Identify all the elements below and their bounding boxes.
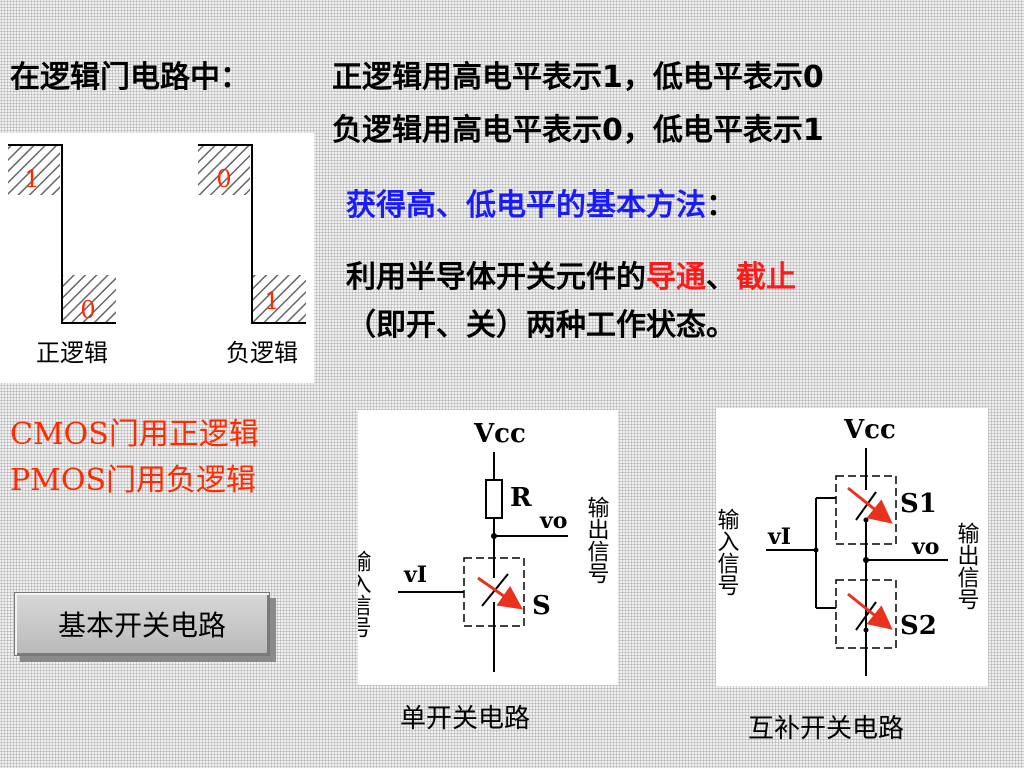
vi-label-2: vI [767,524,791,550]
method-description-line1: 利用半导体开关元件的导通、截止 [346,258,796,298]
positive-low-value: 0 [80,296,95,324]
resistor-r [485,479,503,519]
vcc-label-2: Vcc [843,415,896,445]
resistor-label: R [510,483,532,513]
input-signal-label: 输入信号 [358,550,372,638]
pmos-note: PMOS门用负逻辑 [10,463,257,498]
complementary-switch-diagram: Vcc S1 vo S2 vI 输入信号 输出信号 [714,415,980,676]
cmos-note: CMOS门用正逻辑 [10,417,259,452]
single-switch-diagram: Vcc R vo S vI 输入信号 输出信号 [346,419,610,672]
switch-s-label: S [532,591,551,621]
basic-switch-circuit-button-label: 基本开关电路 [57,609,226,642]
positive-high-region [8,145,60,195]
positive-logic-caption: 正逻辑 [36,339,108,367]
negative-low-region [252,275,306,323]
positive-low-region [62,275,116,323]
single-switch-caption: 单开关电路 [400,704,531,734]
vo-label: vo [539,508,567,534]
complementary-switch-caption: 互补开关电路 [748,714,905,744]
method-heading-text: 获得高、低电平的基本方法 [346,188,706,223]
negative-high-value: 0 [216,165,231,193]
output-signal-label: 输出信号 [584,496,610,584]
method-desc-sep: 、 [706,260,736,295]
input-signal-label-2: 输入信号 [716,508,740,596]
logic-level-figure: 1 0 正逻辑 0 1 负逻辑 [0,133,314,383]
negative-high-region [198,145,250,195]
vi-label: vI [403,562,427,588]
basic-switch-circuit-button[interactable]: 基本开关电路 [14,592,270,656]
positive-logic-definition: 正逻辑用高电平表示1，低电平表示0 [332,60,824,95]
single-switch-circuit: Vcc R vo S vI 输入信号 输出信号 [346,410,618,685]
negative-level-line [198,144,306,324]
vo-label-2: vo [911,534,939,560]
switch-s1-label: S1 [900,489,937,519]
switch-s2-label: S2 [900,611,937,641]
method-description-line2: （即开、关）两种工作状态。 [346,308,736,343]
logic-level-diagram: 1 0 正逻辑 0 1 负逻辑 [8,144,306,367]
positive-high-value: 1 [24,165,39,193]
negative-logic-definition: 负逻辑用高电平表示0，低电平表示1 [332,113,824,148]
method-heading-colon: ： [706,188,736,223]
complementary-switch-circuit: Vcc S1 vo S2 vI 输入信号 输出信号 [714,408,988,686]
negative-low-value: 1 [264,287,279,315]
switch-s1-arrow [847,486,893,524]
switch-s-arrow [477,576,523,610]
negative-logic-caption: 负逻辑 [226,339,298,367]
vcc-label: Vcc [473,419,526,449]
output-signal-label-2: 输出信号 [954,522,980,610]
method-desc-on: 导通 [646,260,706,295]
positive-level-line [8,144,116,324]
method-desc-off: 截止 [736,260,796,295]
method-heading: 获得高、低电平的基本方法： [346,186,736,226]
method-desc-prefix: 利用半导体开关元件的 [346,260,646,295]
intro-label: 在逻辑门电路中： [10,60,250,95]
switch-s2-arrow [847,592,893,630]
